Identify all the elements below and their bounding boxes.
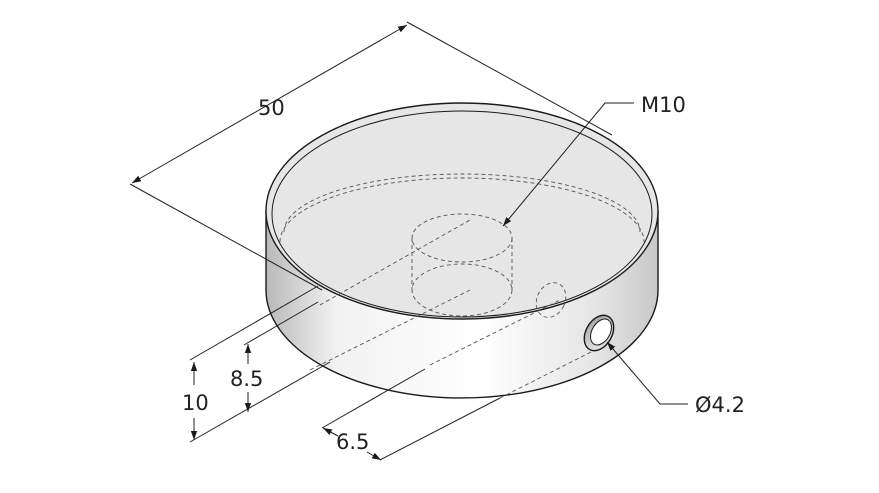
hidden-axis-3 <box>429 299 561 366</box>
hole-offset-label: 6.5 <box>336 430 369 454</box>
dimension-heights: 10 8.5 <box>182 285 331 443</box>
radial-hole <box>583 314 615 352</box>
cylinder-body <box>265 102 659 399</box>
thread-label: M10 <box>641 93 686 117</box>
top-face <box>265 102 659 320</box>
dimension-hole-offset: 6.5 <box>321 368 501 461</box>
top-chamfer-edge <box>271 110 653 318</box>
hidden-lines <box>279 173 645 399</box>
hidden-radial-hole <box>535 282 567 318</box>
dimension-diameter: 50 <box>129 21 613 291</box>
hole-height-label: 8.5 <box>230 367 263 391</box>
hidden-axis-1 <box>319 219 471 306</box>
hole-diameter-label: Ø4.2 <box>695 393 745 417</box>
hidden-axis-2 <box>309 289 471 371</box>
hidden-recess-lower <box>279 177 645 243</box>
hidden-recess <box>283 173 641 233</box>
leader-thread: M10 <box>502 93 686 227</box>
hidden-axis-4 <box>499 349 596 399</box>
leader-hole-diameter: Ø4.2 <box>606 341 745 417</box>
total-height-label: 10 <box>182 391 209 415</box>
diameter-label: 50 <box>258 96 285 120</box>
